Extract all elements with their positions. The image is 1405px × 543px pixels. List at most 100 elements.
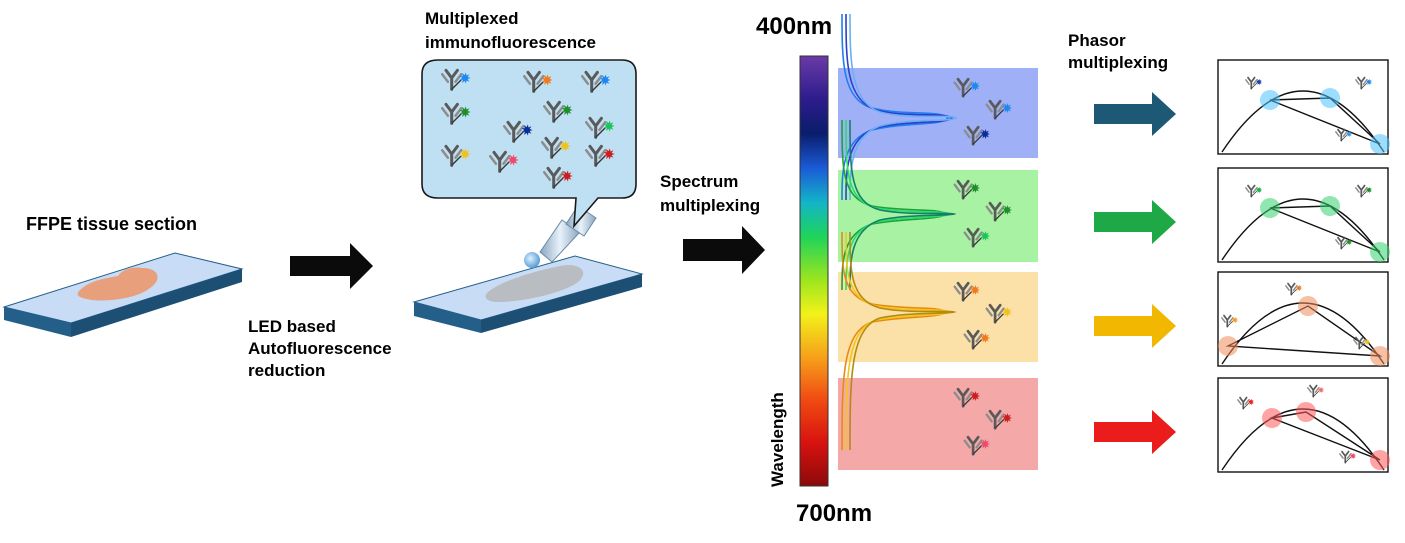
fluorophore-star xyxy=(1002,102,1013,114)
antibody xyxy=(1306,384,1325,398)
band-orange xyxy=(838,272,1038,362)
antibody xyxy=(580,70,611,93)
phasor-point-glow xyxy=(1320,196,1340,216)
emission-curves xyxy=(841,13,958,451)
fluorophore-star xyxy=(980,128,991,140)
fluorophore-star xyxy=(980,230,991,242)
antibody xyxy=(1284,282,1303,296)
antibody xyxy=(1236,396,1255,410)
antibody xyxy=(1244,184,1263,198)
ffpe-tissue-section-label: FFPE tissue section xyxy=(26,214,197,235)
antibody xyxy=(1244,76,1263,90)
phasor-triangle xyxy=(1269,205,1381,253)
phasor-panels xyxy=(1094,59,1390,473)
antibody xyxy=(953,387,981,408)
antibody xyxy=(488,150,519,173)
antibody xyxy=(953,281,981,302)
fluorophore-star xyxy=(459,106,471,118)
antibody xyxy=(542,166,573,189)
phasor-label-line-2: multiplexing xyxy=(1068,53,1169,72)
phasor-point-glow xyxy=(1262,408,1282,428)
fluorophore-star xyxy=(603,148,615,160)
fluorophore-star xyxy=(1345,238,1353,246)
antibody xyxy=(584,116,615,139)
phasor-arrow-red xyxy=(1094,410,1176,454)
phasor-panel-green xyxy=(1094,167,1390,263)
fluorophore-star xyxy=(970,390,981,402)
band-red-fill xyxy=(838,378,1038,470)
fluorophore-star xyxy=(980,332,991,344)
fluorophore-star xyxy=(1295,284,1303,292)
phasor-point-glow xyxy=(1260,198,1280,218)
fluorophore-star xyxy=(1231,316,1239,324)
fluorophore-star xyxy=(561,170,573,182)
phasor-plot-box xyxy=(1217,167,1389,263)
spectral-bands xyxy=(838,68,1038,470)
led-label-line-3: reduction xyxy=(248,361,326,380)
antibody xyxy=(1334,128,1353,142)
band-red xyxy=(838,378,1038,470)
process-arrow-1 xyxy=(290,243,373,289)
antibody xyxy=(540,136,571,159)
phasor-point-glow xyxy=(1370,134,1390,154)
phasor-triangle xyxy=(1269,411,1381,461)
antibody xyxy=(963,329,991,350)
droplet xyxy=(524,252,540,268)
band-blue xyxy=(838,68,1038,158)
spectrum-label-line-1: Spectrum xyxy=(660,172,739,191)
phasor-point-glow xyxy=(1370,450,1390,470)
phasor-triangle xyxy=(1269,97,1381,145)
ffpe-label-text: FFPE tissue section xyxy=(26,214,198,234)
fluorophore-star xyxy=(1365,186,1373,194)
led-label-line-2: Autofluorescence xyxy=(248,339,392,358)
wavelength-400nm-label: 400nm xyxy=(756,13,833,40)
phasor-point-glow xyxy=(1370,242,1390,262)
fluorophore-star xyxy=(1345,130,1353,138)
mif-label-line-2: immunofluorescence xyxy=(425,33,596,52)
phasor-arrow-green xyxy=(1094,200,1176,244)
fluorophore-star xyxy=(1247,398,1255,406)
fluorophore-star xyxy=(1363,338,1371,346)
antibody xyxy=(584,144,615,167)
universal-circle xyxy=(1221,90,1385,153)
fluorophore-star xyxy=(970,182,981,194)
antibody xyxy=(985,303,1013,324)
wavelength-700nm-label: 700nm xyxy=(796,500,873,527)
phasor-plot-box xyxy=(1217,59,1389,155)
antibody xyxy=(440,68,471,91)
multiplexed-immunofluorescence-label: Multiplexed immunofluorescence xyxy=(425,7,596,55)
antibody xyxy=(1354,184,1373,198)
fluorophore-star xyxy=(459,148,471,160)
fluorophore-star xyxy=(603,120,615,132)
phasor-arrow-blue xyxy=(1094,92,1176,136)
spectrum-multiplexing-label: Spectrum multiplexing xyxy=(660,170,760,218)
fluorophore-star xyxy=(541,74,553,86)
fluorophore-star xyxy=(507,154,519,166)
antibody xyxy=(440,144,471,167)
ffpe-slide xyxy=(2,252,244,337)
phasor-point-glow xyxy=(1370,346,1390,366)
antibody xyxy=(1220,314,1239,328)
mif-label-line-1: Multiplexed xyxy=(425,9,519,28)
antibody-bubble xyxy=(421,59,637,229)
process-arrow-2 xyxy=(683,226,765,274)
fluorophore-star xyxy=(970,284,981,296)
antibody xyxy=(985,99,1013,120)
fluorophore-star xyxy=(459,72,471,84)
antibody xyxy=(1352,336,1371,350)
stained-slide xyxy=(412,255,644,333)
phasor-point-glow xyxy=(1218,336,1238,356)
fluorophore-star xyxy=(1002,412,1013,424)
antibody xyxy=(1354,76,1373,90)
antibody xyxy=(953,77,981,98)
antibody xyxy=(953,179,981,200)
phasor-triangle xyxy=(1225,305,1383,357)
antibody xyxy=(963,435,991,456)
phasor-arrow-orange xyxy=(1094,304,1176,348)
phasor-plot-box xyxy=(1217,377,1389,473)
fluorophore-star xyxy=(1349,452,1357,460)
phasor-label-line-1: Phasor xyxy=(1068,31,1126,50)
antibody xyxy=(502,120,533,143)
led-label-line-1: LED based xyxy=(248,317,336,336)
fluorophore-star xyxy=(1317,386,1325,394)
